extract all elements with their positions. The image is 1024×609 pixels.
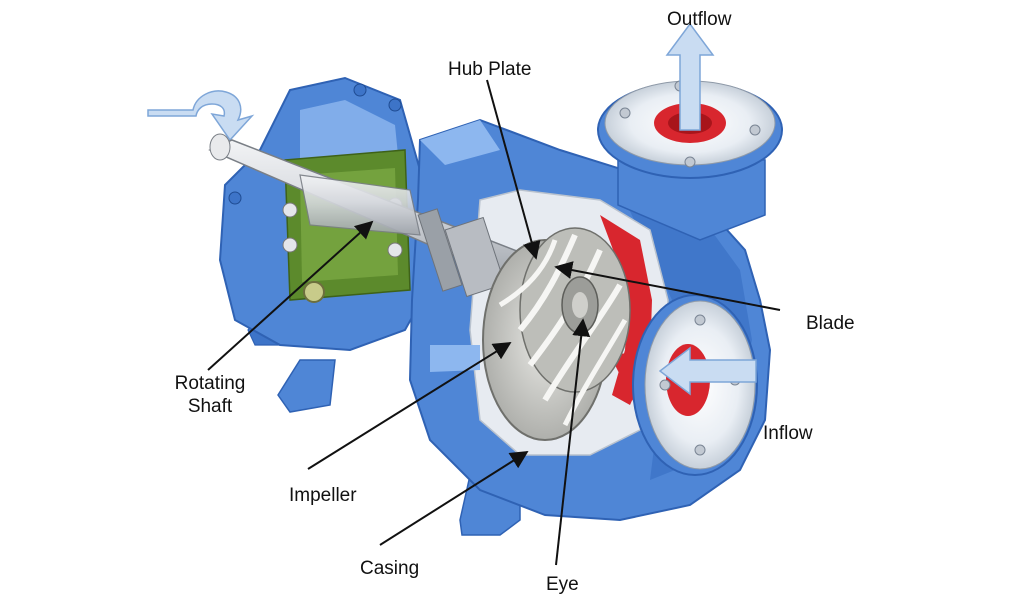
leader-lines <box>207 79 781 566</box>
inflow-arrow <box>658 346 757 396</box>
outflow-arrow <box>665 22 715 131</box>
leader-blade <box>554 261 781 311</box>
label-outflow: Outflow <box>667 9 732 30</box>
leader-hub-plate <box>486 79 541 260</box>
label-eye: Eye <box>546 574 579 595</box>
label-rotating-shaft-line2: Shaft <box>187 396 233 417</box>
leader-eye <box>555 318 591 566</box>
label-blade: Blade <box>806 313 855 334</box>
label-rotating-shaft: Rotating Shaft <box>160 372 260 418</box>
leader-rotating-shaft <box>207 220 374 371</box>
label-inflow: Inflow <box>763 423 813 444</box>
label-impeller: Impeller <box>289 485 357 506</box>
label-casing: Casing <box>360 558 420 579</box>
leader-impeller <box>307 342 512 470</box>
label-hub-plate: Hub Plate <box>448 59 532 80</box>
leader-casing <box>379 451 529 546</box>
inflow-flange <box>632 294 758 476</box>
label-rotating-shaft-line1: Rotating <box>174 373 246 394</box>
rotation-arrow <box>147 90 255 142</box>
rotating-shaft-part <box>208 133 542 298</box>
